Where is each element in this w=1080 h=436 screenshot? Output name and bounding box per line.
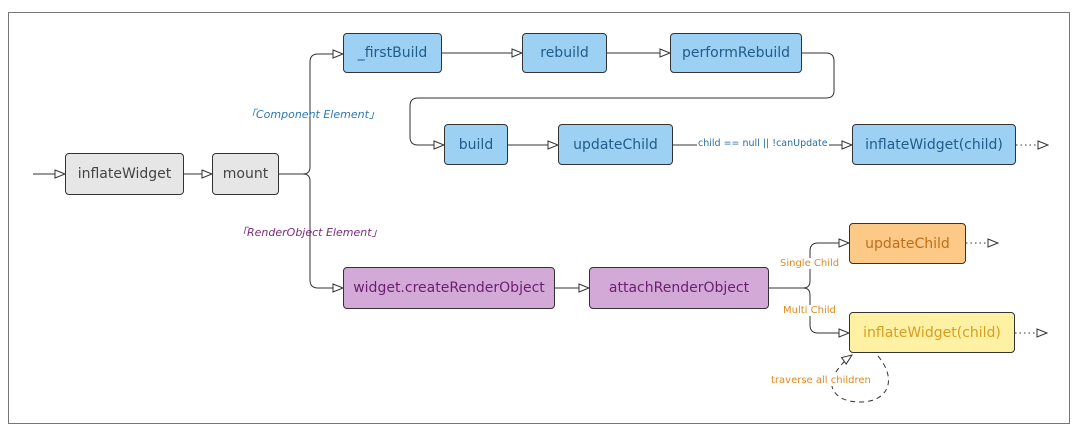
- edge-mount-trunk: [279, 54, 343, 175]
- label-multi-child: Multi Child: [783, 305, 836, 316]
- edge-traverse-loop: [831, 355, 889, 403]
- edge-performrebuild-build: [409, 52, 835, 145]
- node-first-build: _firstBuild: [343, 33, 442, 73]
- edge-attach-multi: [802, 287, 849, 333]
- node-inflate-widget: inflateWidget: [65, 153, 184, 195]
- diagram-frame: [8, 12, 1070, 424]
- node-perform-rebuild: performRebuild: [670, 33, 802, 73]
- node-create-render-object: widget.createRenderObject: [343, 267, 555, 309]
- label-single-child: Single Child: [780, 258, 840, 269]
- node-build: build: [444, 124, 508, 165]
- node-inflate-widget-child-blue: inflateWidget(child): [852, 124, 1016, 165]
- node-update-child-orange: updateChild: [849, 223, 966, 264]
- node-update-child-blue: updateChild: [558, 124, 673, 165]
- label-render-object-element: 「RenderObject Element」: [236, 226, 383, 239]
- node-mount: mount: [212, 153, 279, 195]
- node-rebuild: rebuild: [522, 33, 607, 73]
- label-component-element: 「Component Element」: [245, 108, 380, 121]
- node-attach-render-object: attachRenderObject: [589, 267, 769, 309]
- label-traverse-children: traverse all children: [771, 375, 871, 386]
- edge-mount-trunk-down: [302, 173, 343, 288]
- node-inflate-widget-child-yellow: inflateWidget(child): [849, 312, 1015, 353]
- label-condition: child == null || !canUpdate: [697, 138, 829, 149]
